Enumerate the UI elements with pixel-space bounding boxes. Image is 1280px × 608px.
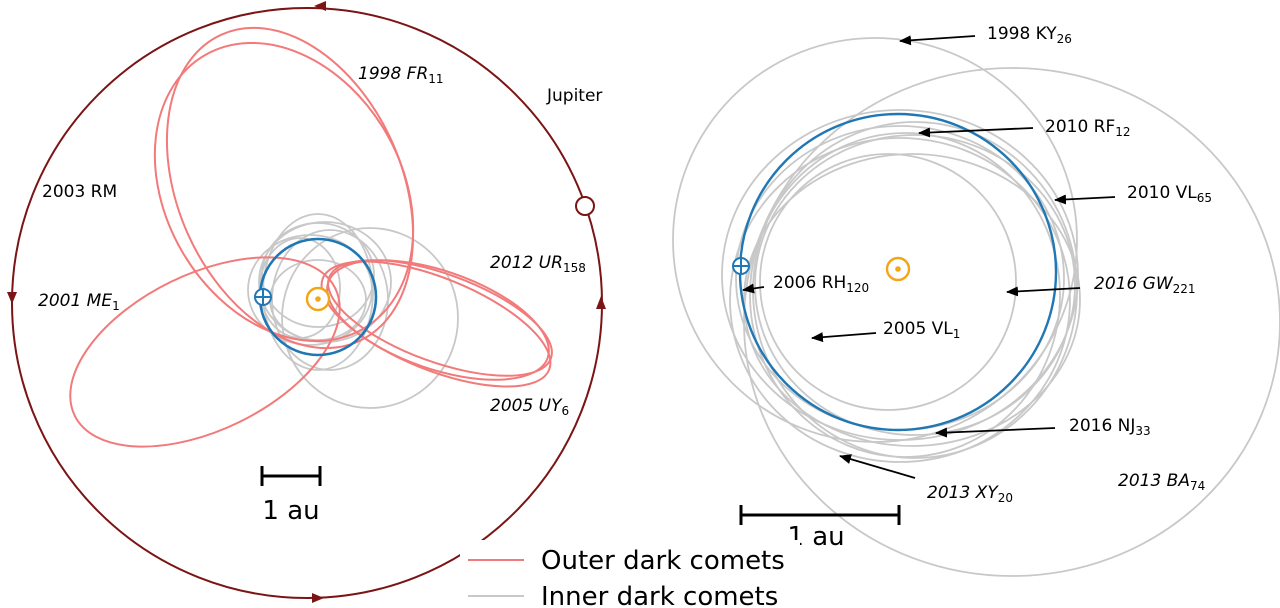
right-panel: 1998 KY26 2010 RF12 2010 VL65 2006 RH120… (672, 24, 1280, 577)
label-1998-fr11: 1998 FR11 (358, 64, 444, 86)
inner-orbit (281, 227, 459, 409)
label-2005-vl1: 2005 VL1 (883, 319, 960, 341)
arrow-2013-xy20 (839, 454, 916, 479)
orbit-2013-xy20 (729, 137, 1071, 463)
label-2012-ur158: 2012 UR158 (490, 253, 586, 275)
label-2005-uy6: 2005 UY6 (490, 396, 569, 418)
earth-symbol-icon (732, 257, 750, 275)
inner-orbit (258, 221, 392, 343)
left-panel: Jupiter 2003 RM 1998 FR11 2012 UR158 200… (7, 1, 606, 603)
jupiter-direction-arrow (312, 593, 324, 603)
label-2003-rm: 2003 RM (42, 182, 117, 202)
label-2016-nj33: 2016 NJ33 (1069, 416, 1151, 438)
jupiter-direction-arrow (7, 292, 17, 304)
earth-symbol-icon (254, 288, 272, 306)
label-2013-ba74: 2013 BA74 (1118, 471, 1205, 493)
legend-label-outer: Outer dark comets (541, 546, 785, 576)
label-2016-gw221: 2016 GW221 (1094, 274, 1196, 296)
arrow-1998-ky26 (899, 35, 976, 46)
arrow-2006-rh120 (742, 283, 765, 294)
jupiter-direction-arrow (596, 296, 606, 309)
arrow-2010-rf12 (918, 127, 1034, 138)
right-scale-bar (739, 505, 901, 525)
sun-symbol-icon (305, 286, 331, 312)
orbit-2013-ba74 (743, 67, 1280, 577)
outer-orbit-2003-rm (326, 259, 550, 381)
left-scale-label: 1 au (262, 496, 319, 526)
label-2001-me1: 2001 ME1 (38, 291, 120, 313)
label-1998-ky26: 1998 KY26 (987, 24, 1072, 46)
outer-orbit-2001-me1 (69, 256, 341, 448)
jupiter-direction-arrow (314, 1, 326, 11)
label-2010-vl65: 2010 VL65 (1127, 183, 1212, 205)
arrow-2005-vl1 (811, 332, 877, 343)
label-jupiter: Jupiter (546, 86, 602, 106)
label-2010-rf12: 2010 RF12 (1045, 117, 1131, 139)
arrow-2016-nj33 (935, 427, 1056, 438)
orbit-1998-ky26 (672, 37, 1078, 443)
pointer-arrows (742, 35, 1116, 479)
right-inner-orbits (672, 37, 1280, 577)
jupiter-marker-icon (575, 196, 595, 216)
left-outer-orbits (69, 26, 553, 448)
sun-symbol-icon (885, 256, 911, 282)
arrow-2016-gw221 (1006, 286, 1081, 297)
left-scale-bar (260, 466, 322, 486)
arrow-2010-vl65 (1054, 194, 1116, 205)
inner-orbit (261, 222, 375, 328)
label-2013-xy20: 2013 XY20 (927, 483, 1013, 505)
orbit-2016-nj33 (743, 153, 1081, 447)
legend: Outer dark comets Inner dark comets (460, 540, 800, 608)
orbit-2005-vl1 (759, 153, 1017, 411)
outer-orbit-2005-uy6 (320, 260, 552, 388)
left-inner-orbits (247, 213, 459, 409)
inner-orbit (749, 132, 1061, 458)
legend-label-inner: Inner dark comets (541, 582, 778, 608)
label-2006-rh120: 2006 RH120 (773, 273, 869, 295)
orbit-2016-gw221 (754, 134, 1076, 436)
